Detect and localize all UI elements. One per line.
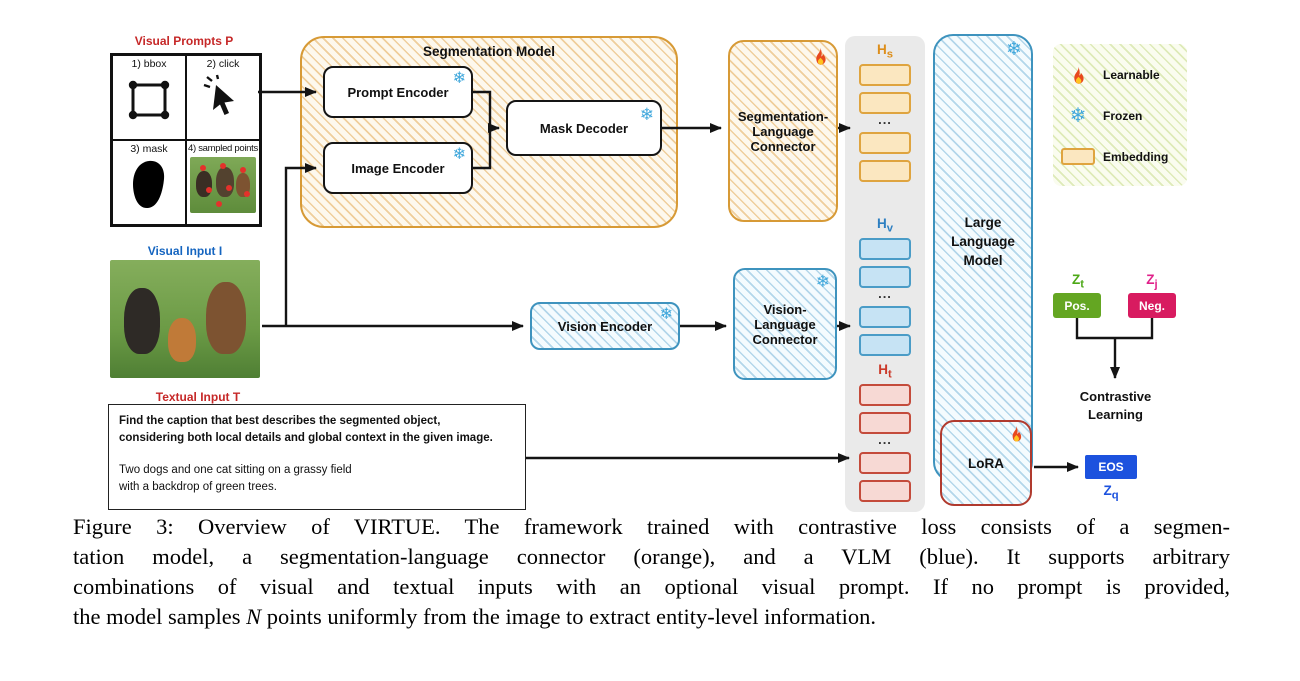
ht-embedding-box (859, 384, 911, 406)
snowflake-icon: ❄ (452, 146, 466, 163)
wire-pos-neg-merge (1075, 318, 1154, 340)
legend-learnable-label: Learnable (1103, 67, 1160, 82)
pos-label: Pos. (1064, 298, 1090, 313)
flame-icon (816, 47, 826, 65)
embedding-chip-icon (1061, 148, 1095, 166)
snowflake-icon: ❄ (452, 70, 466, 87)
eos-label: EOS (1098, 460, 1124, 474)
legend-frozen-row: ❄ Frozen (1061, 106, 1179, 126)
caption-line-4-before: the model samples (73, 604, 247, 629)
legend-embedding-row: Embedding (1061, 148, 1179, 166)
seg-lang-connector-label: Segmentation-Language Connector (737, 108, 829, 154)
hs-embedding-box (859, 92, 911, 114)
prompt-cell-sampled-points: 4) sampled points (186, 140, 260, 225)
hs-ellipsis: ... (878, 112, 892, 127)
prompt-bbox-label: 1) bbox (131, 58, 167, 70)
legend-embedding-label: Embedding (1103, 149, 1169, 164)
bbox-icon (128, 80, 170, 120)
ht-embedding-box (859, 452, 911, 474)
pos-box: Pos. (1053, 293, 1101, 318)
ht-label: Ht (878, 362, 892, 381)
snowflake-icon: ❄ (1069, 105, 1087, 128)
caption-line-4: the model samples N points uniformly fro… (73, 604, 1230, 630)
hs-embedding-box (859, 132, 911, 154)
caption-line-2: tation model, a segmentation-language co… (73, 544, 1230, 569)
zq-label: Zq (1103, 483, 1119, 502)
neg-box: Neg. (1128, 293, 1176, 318)
legend-learnable-row: Learnable (1061, 65, 1179, 85)
example-caption-line-1: Two dogs and one cat sitting on a grassy… (119, 463, 352, 476)
prompt-mask-label: 3) mask (130, 143, 168, 155)
snowflake-icon: ❄ (1006, 39, 1022, 60)
caption-italic-n: N (246, 604, 262, 629)
hv-embedding-box (859, 238, 911, 260)
sampled-points-image (190, 157, 256, 213)
prompt-cell-click: 2) click (186, 55, 260, 140)
prompt-cell-bbox: 1) bbox (112, 55, 186, 140)
hs-embedding-box (859, 64, 911, 86)
ht-embedding-box (859, 412, 911, 434)
lora-module: LoRA (940, 420, 1032, 506)
hv-embedding-box (859, 266, 911, 288)
snowflake-icon: ❄ (659, 306, 673, 323)
vision-encoder-node: Vision Encoder ❄ (530, 302, 680, 350)
hv-label: Hv (876, 216, 893, 235)
zj-label: Zj (1146, 272, 1158, 291)
eos-box: EOS (1085, 455, 1137, 479)
hv-embedding-box (859, 334, 911, 356)
caption-line-1: Figure 3: Overview of VIRTUE. The framew… (73, 514, 1230, 539)
instruction-line-2: considering both local details and globa… (119, 432, 493, 445)
visual-input-title: Visual Input I (147, 244, 223, 258)
caption-line-3: combinations of visual and textual input… (73, 574, 1230, 599)
mask-decoder-label: Mask Decoder (539, 120, 629, 136)
snowflake-icon: ❄ (815, 272, 830, 291)
prompt-sampled-points-label: 4) sampled points (188, 143, 258, 154)
hv-embedding-box (859, 306, 911, 328)
prompt-encoder-label: Prompt Encoder (347, 84, 449, 100)
flame-icon (1012, 425, 1022, 442)
segmentation-model-title: Segmentation Model (422, 44, 555, 59)
contrastive-learning-label: Contrastive Learning (1079, 389, 1152, 422)
visual-prompts-grid: 1) bbox 2) click 3) mask 4) sampled po (110, 53, 262, 227)
prompt-encoder-node: Prompt Encoder ❄ (323, 66, 473, 118)
lora-label: LoRA (968, 455, 1004, 471)
seg-lang-connector: Segmentation-Language Connector (728, 40, 838, 222)
vision-encoder-label: Vision Encoder (557, 318, 653, 334)
visual-prompts-title: Visual Prompts P (134, 34, 234, 48)
mask-blob-icon (133, 160, 165, 209)
neg-label: Neg. (1138, 298, 1165, 313)
hs-label: Hs (876, 42, 893, 61)
visual-input-image (110, 260, 260, 378)
image-encoder-node: Image Encoder ❄ (323, 142, 473, 194)
image-encoder-label: Image Encoder (351, 160, 445, 176)
ht-ellipsis: ... (878, 432, 892, 447)
prompt-click-label: 2) click (206, 58, 240, 70)
textual-input-box: Find the caption that best describes the… (108, 404, 526, 510)
snowflake-icon: ❄ (639, 105, 654, 124)
llm-label: Large Language Model (951, 215, 1015, 268)
zt-label: Zt (1072, 272, 1084, 291)
ht-embedding-box (859, 480, 911, 502)
caption-line-4-after: points uniformly from the image to extra… (261, 604, 876, 629)
hs-embedding-box (859, 160, 911, 182)
hv-ellipsis: ... (878, 286, 892, 301)
click-cursor-icon (203, 74, 234, 115)
vision-lang-connector-label: Vision-Language Connector (752, 301, 818, 347)
prompt-cell-mask: 3) mask (112, 140, 186, 225)
legend: Learnable ❄ Frozen Embedding (1053, 44, 1187, 186)
example-caption-line-2: with a backdrop of green trees. (119, 480, 277, 493)
legend-frozen-label: Frozen (1103, 109, 1143, 124)
mask-decoder-node: Mask Decoder ❄ (506, 100, 662, 156)
llm-container (933, 34, 1033, 482)
instruction-line-1: Find the caption that best describes the… (119, 415, 441, 427)
flame-icon (1074, 66, 1084, 84)
vision-lang-connector: Vision-Language Connector ❄ (733, 268, 837, 380)
textual-input-title: Textual Input T (155, 390, 241, 404)
